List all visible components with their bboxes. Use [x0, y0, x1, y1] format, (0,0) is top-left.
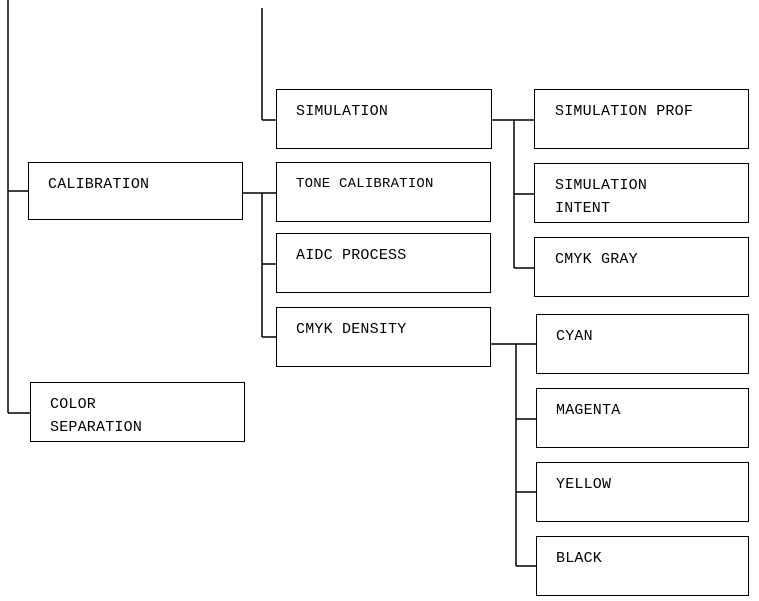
node-color-separation: COLOR SEPARATION [30, 382, 245, 442]
node-simulation-label: SIMULATION [296, 103, 389, 120]
node-aidc-process-label: AIDC PROCESS [296, 247, 407, 264]
node-simulation-intent-label: SIMULATION INTENT [555, 177, 648, 217]
node-yellow-label: YELLOW [556, 476, 612, 493]
node-tone-calibration-label: TONE CALIBRATION [296, 176, 434, 192]
node-black-label: BLACK [556, 550, 603, 567]
node-simulation-prof: SIMULATION PROF [534, 89, 749, 149]
node-magenta-label: MAGENTA [556, 402, 621, 419]
node-black: BLACK [536, 536, 749, 596]
node-cmyk-density-label: CMYK DENSITY [296, 321, 407, 338]
node-calibration-label: CALIBRATION [48, 176, 150, 193]
node-cyan-label: CYAN [556, 328, 593, 345]
node-simulation: SIMULATION [276, 89, 492, 149]
node-simulation-prof-label: SIMULATION PROF [555, 103, 694, 120]
node-color-separation-label: COLOR SEPARATION [50, 396, 143, 436]
node-yellow: YELLOW [536, 462, 749, 522]
node-calibration: CALIBRATION [28, 162, 243, 220]
node-cyan: CYAN [536, 314, 749, 374]
node-simulation-intent: SIMULATION INTENT [534, 163, 749, 223]
node-cmyk-gray-label: CMYK GRAY [555, 251, 638, 268]
node-aidc-process: AIDC PROCESS [276, 233, 491, 293]
node-tone-calibration: TONE CALIBRATION [276, 162, 491, 222]
node-cmyk-gray: CMYK GRAY [534, 237, 749, 297]
node-magenta: MAGENTA [536, 388, 749, 448]
node-cmyk-density: CMYK DENSITY [276, 307, 491, 367]
